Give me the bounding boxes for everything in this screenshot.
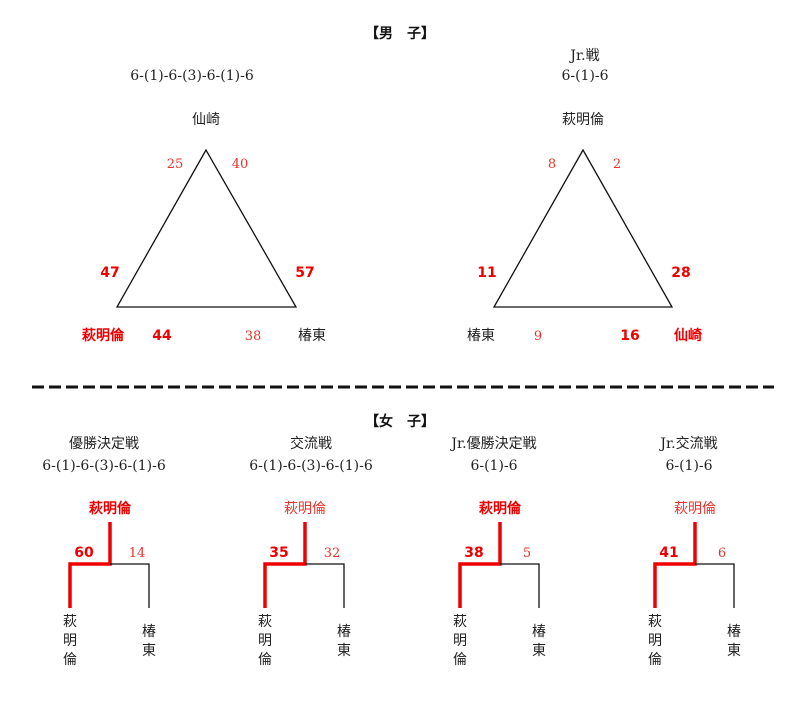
bracket-left-team-char: 萩 [453, 614, 467, 630]
bracket-right-team-char: 東 [532, 643, 546, 659]
men-main-triangle-group: 6-(1)-6-(3)-6-(1)-6 仙崎 25 40 47 57 萩明倫 4… [81, 68, 326, 344]
bracket-lose-line [305, 563, 345, 608]
bracket-title: Jr.交流戦 [658, 435, 717, 452]
bracket-score-line: 6-(1)-6-(3)-6-(1)-6 [249, 458, 373, 474]
bracket-winner: 萩明倫 [478, 500, 522, 517]
bracket-left-team-char: 萩 [648, 614, 662, 630]
bracket-right-score: 32 [324, 546, 341, 561]
men-main-top-team: 仙崎 [192, 112, 220, 128]
men-jr-bottom-right-score: 16 [620, 328, 639, 344]
men-jr-left-mid-score: 11 [477, 265, 496, 281]
bracket-left-team-char: 明 [258, 633, 272, 649]
women-bracket-1: 交流戦 6-(1)-6-(3)-6-(1)-6 萩明倫 35 32 萩 明 倫 … [249, 435, 373, 668]
bracket-right-team-char: 椿 [337, 624, 351, 640]
men-main-top-left-score: 25 [167, 157, 184, 172]
bracket-lose-line [500, 563, 540, 608]
men-main-left-team: 萩明倫 [81, 327, 125, 344]
women-bracket-2: Jr.優勝決定戦 6-(1)-6 萩明倫 38 5 萩 明 倫 椿 東 [449, 436, 546, 668]
men-jr-left-team: 椿東 [467, 328, 495, 344]
bracket-winner: 萩明倫 [88, 500, 132, 517]
bracket-right-team-char: 東 [142, 643, 156, 659]
bracket-winner: 萩明倫 [284, 501, 326, 517]
men-jr-top-left-score: 8 [548, 157, 556, 172]
bracket-score-line: 6-(1)-6 [665, 458, 712, 474]
women-bracket-3: Jr.交流戦 6-(1)-6 萩明倫 41 6 萩 明 倫 椿 東 [648, 435, 741, 668]
bracket-right-team-char: 東 [727, 643, 741, 659]
men-main-bottom-right-score: 38 [245, 329, 262, 344]
bracket-lose-line [695, 563, 735, 608]
bracket-right-team-char: 椿 [727, 624, 741, 640]
men-main-triangle [115, 148, 298, 308]
bracket-win-line [68, 522, 112, 608]
men-main-bottom-left-score: 44 [152, 328, 172, 344]
men-jr-right-mid-score: 28 [671, 265, 690, 281]
bracket-left-score: 38 [464, 545, 483, 561]
men-jr-top-right-score: 2 [613, 157, 621, 172]
bracket-right-team-char: 椿 [142, 624, 156, 640]
women-header: 【女 子】 [365, 413, 435, 430]
bracket-win-line [458, 522, 502, 608]
bracket-win-line [653, 522, 697, 608]
men-jr-triangle [492, 148, 674, 308]
bracket-left-team-char: 倫 [648, 652, 662, 668]
bracket-left-team-char: 倫 [258, 652, 272, 668]
bracket-title: 優勝決定戦 [69, 436, 139, 452]
bracket-right-score: 5 [523, 546, 531, 561]
men-main-right-mid-score: 57 [295, 265, 314, 281]
bracket-left-team-char: 明 [63, 633, 77, 649]
bracket-score-line: 6-(1)-6-(3)-6-(1)-6 [42, 458, 166, 474]
men-jr-title: Jr.戦 [568, 48, 599, 64]
women-bracket-0: 優勝決定戦 6-(1)-6-(3)-6-(1)-6 萩明倫 60 14 萩 明 … [42, 436, 166, 668]
bracket-title: 交流戦 [290, 435, 332, 452]
men-main-top-right-score: 40 [232, 157, 249, 172]
men-jr-right-team: 仙崎 [674, 327, 702, 344]
men-main-score-line: 6-(1)-6-(3)-6-(1)-6 [130, 68, 254, 84]
men-main-left-mid-score: 47 [100, 265, 119, 281]
bracket-lose-line [110, 563, 150, 608]
bracket-left-score: 35 [269, 545, 288, 561]
bracket-right-team-char: 東 [337, 643, 351, 659]
men-jr-score-line: 6-(1)-6 [561, 68, 608, 84]
bracket-left-team-char: 明 [453, 633, 467, 649]
bracket-left-team-char: 倫 [453, 652, 467, 668]
bracket-left-team-char: 倫 [63, 652, 77, 668]
bracket-left-team-char: 萩 [63, 614, 77, 630]
bracket-winner: 萩明倫 [674, 501, 716, 517]
bracket-right-score: 6 [718, 546, 726, 561]
men-jr-triangle-group: Jr.戦 6-(1)-6 萩明倫 8 2 11 28 椿東 9 16 仙崎 [467, 48, 702, 344]
men-jr-top-team: 萩明倫 [562, 112, 604, 128]
bracket-win-line [263, 522, 307, 608]
bracket-left-score: 60 [74, 545, 94, 561]
bracket-right-team-char: 椿 [532, 624, 546, 640]
men-header: 【男 子】 [365, 26, 435, 42]
bracket-left-team-char: 明 [648, 633, 662, 649]
bracket-score-line: 6-(1)-6 [470, 458, 517, 474]
bracket-left-score: 41 [659, 545, 678, 561]
men-main-right-team: 椿東 [298, 328, 326, 344]
bracket-title: Jr.優勝決定戦 [449, 436, 536, 452]
bracket-right-score: 14 [129, 546, 146, 561]
bracket-left-team-char: 萩 [258, 614, 272, 630]
men-jr-bottom-left-score: 9 [534, 329, 542, 344]
